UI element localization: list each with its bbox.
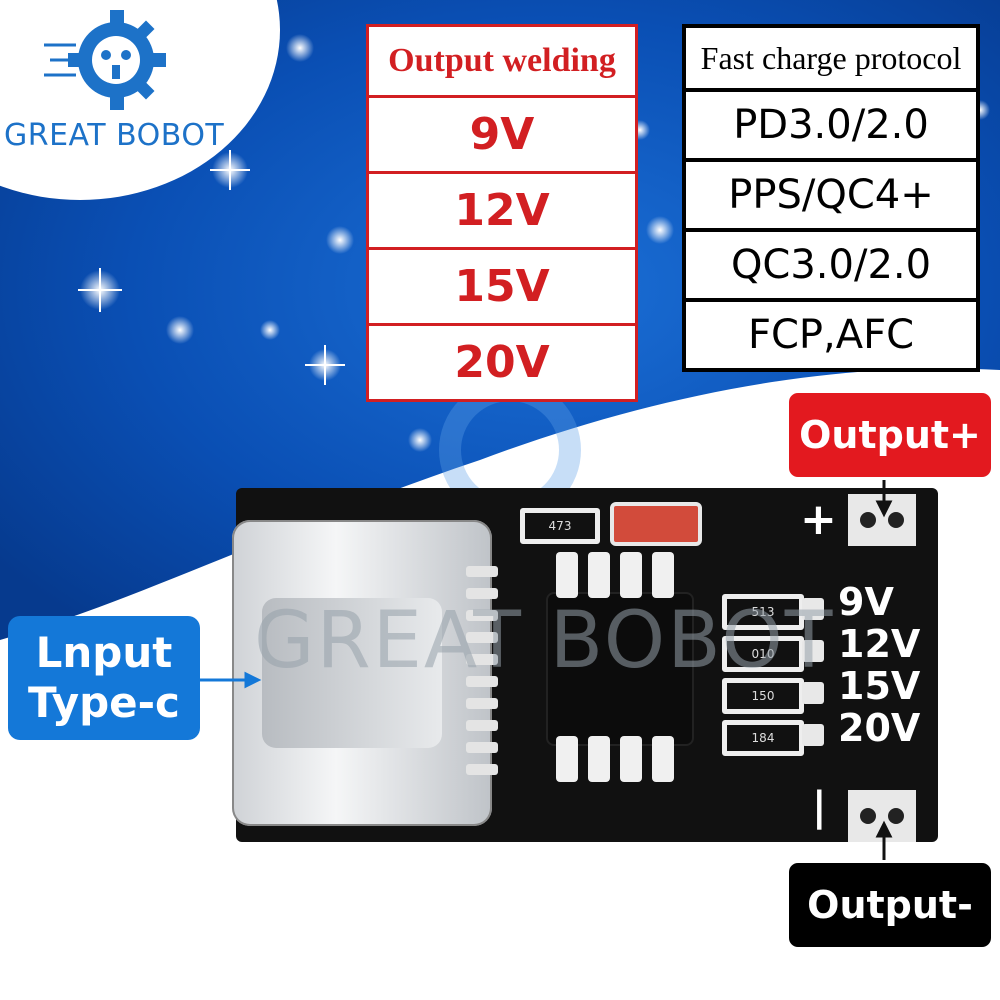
connector-pin (466, 676, 498, 687)
connector-pin (466, 610, 498, 621)
chip-leg (588, 552, 610, 598)
connector-pin (466, 588, 498, 599)
output-welding-table: Output welding 9V 12V 15V 20V (366, 24, 638, 402)
connector-pin (466, 632, 498, 643)
input-callout-line2: Type-c (28, 678, 180, 727)
type-c-slot (262, 598, 442, 748)
connector-pin (466, 566, 498, 577)
board-label-12v: 12V (838, 622, 921, 666)
input-type-c-callout: Lnput Type-c (8, 616, 200, 740)
output-minus-pad (848, 790, 916, 842)
chip-leg (620, 552, 642, 598)
resistor-15v: 150 (722, 678, 804, 714)
chip-leg (588, 736, 610, 782)
diode: 473 (520, 508, 600, 544)
welding-voltage-20v: 20V (369, 323, 635, 399)
chip-leg (556, 552, 578, 598)
output-plus-callout: Output+ (786, 390, 994, 480)
solder-jumper-15v (802, 682, 824, 704)
usb-type-c-connector (232, 520, 492, 826)
gear-robot-icon (44, 10, 166, 110)
chip-leg (556, 736, 578, 782)
chip-leg (620, 736, 642, 782)
protocol-qc: QC3.0/2.0 (686, 228, 976, 298)
connector-pin (466, 698, 498, 709)
input-callout-line1: Lnput (35, 628, 173, 677)
resistor-12v: 010 (722, 636, 804, 672)
capacitor (610, 502, 702, 546)
connector-pin (466, 742, 498, 753)
connector-pin (466, 764, 498, 775)
welding-header: Output welding (388, 42, 616, 79)
minus-silkscreen: | (812, 784, 827, 830)
board-label-9v: 9V (838, 580, 894, 624)
brand-name: GREAT BOBOT (4, 118, 225, 153)
board-label-15v: 15V (838, 664, 921, 708)
connector-pin (466, 654, 498, 665)
fast-charge-protocol-table: Fast charge protocol PD3.0/2.0 PPS/QC4+ … (682, 24, 980, 372)
board-label-20v: 20V (838, 706, 921, 750)
output-plus-pad (848, 494, 916, 546)
plus-silkscreen: + (800, 494, 837, 545)
solder-jumper-20v (802, 724, 824, 746)
connector-pin (466, 720, 498, 731)
welding-voltage-9v: 9V (369, 95, 635, 171)
brand-watermark: GREAT BOBOT (254, 596, 835, 686)
resistor-20v: 184 (722, 720, 804, 756)
protocol-fcp-afc: FCP,AFC (686, 298, 976, 368)
solder-jumper-12v (802, 640, 824, 662)
pd-controller-chip (548, 594, 692, 744)
output-minus-callout: Output- (786, 860, 994, 950)
chip-leg (652, 736, 674, 782)
solder-jumper-9v (802, 598, 824, 620)
protocol-header: Fast charge protocol (700, 39, 962, 76)
chip-leg (652, 552, 674, 598)
welding-voltage-15v: 15V (369, 247, 635, 323)
protocol-pps: PPS/QC4+ (686, 158, 976, 228)
welding-voltage-12v: 12V (369, 171, 635, 247)
resistor-9v: 513 (722, 594, 804, 630)
protocol-pd: PD3.0/2.0 (686, 88, 976, 158)
